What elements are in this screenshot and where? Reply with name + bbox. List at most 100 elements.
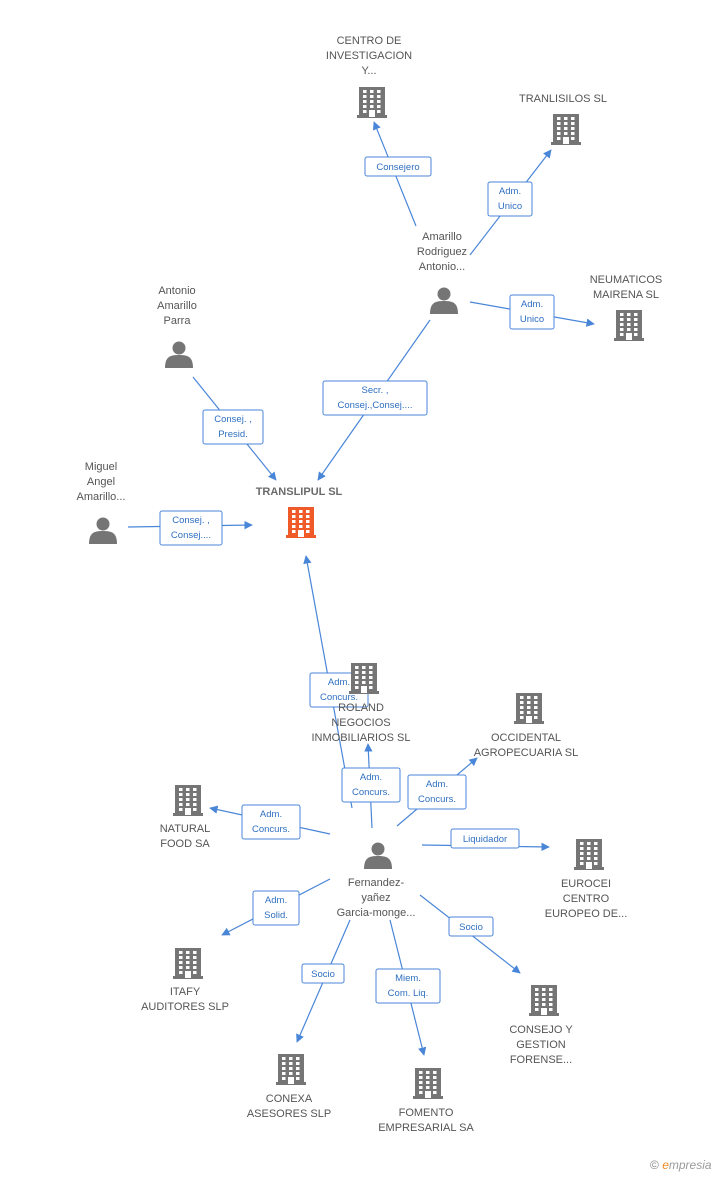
building-icon [349,663,379,694]
node-tranlisilos[interactable]: TRANLISILOS SL [519,93,607,145]
edge-label-text: Unico [498,201,522,212]
edge-label-box[interactable] [364,156,432,177]
node-label: GESTION [516,1039,566,1051]
node-centro[interactable]: CENTRO DEINVESTIGACIONY... [326,35,412,118]
node-label: NEGOCIOS [331,717,390,729]
edge-label-text: Adm. [521,299,543,310]
edge-label-box[interactable] [241,804,301,840]
node-fernandez[interactable]: Fernandez-yañezGarcia-monge... [337,842,416,920]
edge-label-text: Adm. [426,779,448,790]
edge-label-text: Liquidador [463,834,507,845]
edge-label-box[interactable] [202,409,264,445]
node-label: EUROCEI [561,878,611,890]
building-icon [551,114,581,145]
node-label: NATURAL [160,823,211,835]
node-label: ASESORES SLP [247,1108,331,1120]
edge-label-text: Adm. [260,809,282,820]
node-consejo[interactable]: CONSEJO YGESTIONFORENSE... [509,985,573,1066]
edge-label-box[interactable] [301,963,345,984]
person-icon [364,842,392,869]
edge-amarillo_rod-to-tranlisilos[interactable]: Adm. Unico [469,149,552,256]
node-label: EUROPEO DE... [545,908,628,920]
copyright-symbol: © [650,1158,659,1172]
edge-fernandez-to-fomento[interactable]: Miem.Com. Liq. [375,919,441,1056]
node-label: MAIRENA SL [593,289,659,301]
edge-label-text: Miem. [395,973,421,984]
building-icon [276,1054,306,1085]
node-label: Antonio [158,285,195,297]
edge-fernandez-to-roland[interactable]: Adm. Concurs. [341,743,401,829]
node-label: Angel [87,476,115,488]
edge-fernandez-to-conexa[interactable]: Socio [296,919,351,1043]
node-label: NEUMATICOS [590,274,663,286]
node-label: OCCIDENTAL [491,732,561,744]
edge-label-box[interactable] [159,510,223,546]
building-icon [173,785,203,816]
edge-fernandez-to-eurocei[interactable]: Liquidador [421,828,550,852]
edge-amarillo_rod-to-translipul[interactable]: Secr. ,Consej.,Consej.... [317,319,431,481]
node-label: EMPRESARIAL SA [378,1122,474,1134]
building-icon [286,507,316,538]
node-amarillo_rod[interactable]: AmarilloRodriguezAntonio... [417,231,467,314]
footer-brand[interactable]: © empresia [650,1158,712,1172]
edge-amarillo_rod-to-neumaticos[interactable]: Adm.Unico [469,294,595,330]
person-icon [430,287,458,314]
edge-label-box[interactable] [375,968,441,1004]
edge-label-box[interactable] [407,774,467,810]
edge-miguel-to-translipul[interactable]: Consej. , Consej.... [127,510,253,546]
node-miguel[interactable]: MiguelAngelAmarillo... [77,461,126,544]
node-label: FORENSE... [510,1054,572,1066]
node-occidental[interactable]: OCCIDENTAL AGROPECUARIA SL [474,693,579,759]
edge-label-text: Adm. [499,186,521,197]
node-fomento[interactable]: FOMENTO EMPRESARIAL SA [378,1068,474,1134]
building-icon [514,693,544,724]
node-label: AGROPECUARIA SL [474,747,579,759]
edge-amarillo_rod-to-centro[interactable]: Consejero [364,121,432,227]
edge-label-box[interactable] [448,916,494,937]
edge-label-text: Consej. , [172,515,210,526]
edge-fernandez-to-itafy[interactable]: Adm.Solid. [221,878,331,936]
edge-fernandez-to-natural[interactable]: Adm.Concurs. [209,804,331,840]
person-icon [89,517,117,544]
edge-label-box[interactable] [322,380,428,416]
brand-e: e [662,1158,669,1172]
edge-label-box[interactable] [450,828,520,849]
edge-label-box[interactable] [487,181,533,217]
edge-label-text: Concurs. [352,787,390,798]
edge-label-text: Concurs. [418,794,456,805]
edge-label-text: Adm. [360,772,382,783]
node-label: Parra [164,315,192,327]
edge-fernandez-to-occidental[interactable]: Adm. Concurs. [396,757,478,827]
edge-label-text: Secr. , [362,385,389,396]
node-label: ITAFY [170,986,201,998]
edge-label-text: Socio [459,922,483,933]
node-translipul[interactable]: TRANSLIPUL SL [256,486,343,538]
edge-label-text: Consej. , [214,414,252,425]
node-label: CONEXA [266,1093,313,1105]
edge-label-box[interactable] [252,890,300,926]
building-icon [413,1068,443,1099]
node-label: FOMENTO [399,1107,454,1119]
node-label: Amarillo [157,300,197,312]
edge-label-box[interactable] [341,767,401,803]
edge-antonio_parra-to-translipul[interactable]: Consej. , Presid. [192,376,277,481]
edge-fernandez-to-consejo[interactable]: Socio [419,894,521,974]
edge-label-text: Concurs. [320,692,358,703]
edge-label-text: Consej.... [171,530,211,541]
edge-label-text: Presid. [218,429,248,440]
node-neumaticos[interactable]: NEUMATICOS MAIRENA SL [590,274,663,341]
edge-label-text: Consejero [376,162,419,173]
edge-label-text: Solid. [264,910,288,921]
edge-label-box[interactable] [509,294,555,330]
node-label: Y... [361,65,376,77]
node-conexa[interactable]: CONEXA ASESORES SLP [247,1054,331,1120]
node-label: Amarillo... [77,491,126,503]
